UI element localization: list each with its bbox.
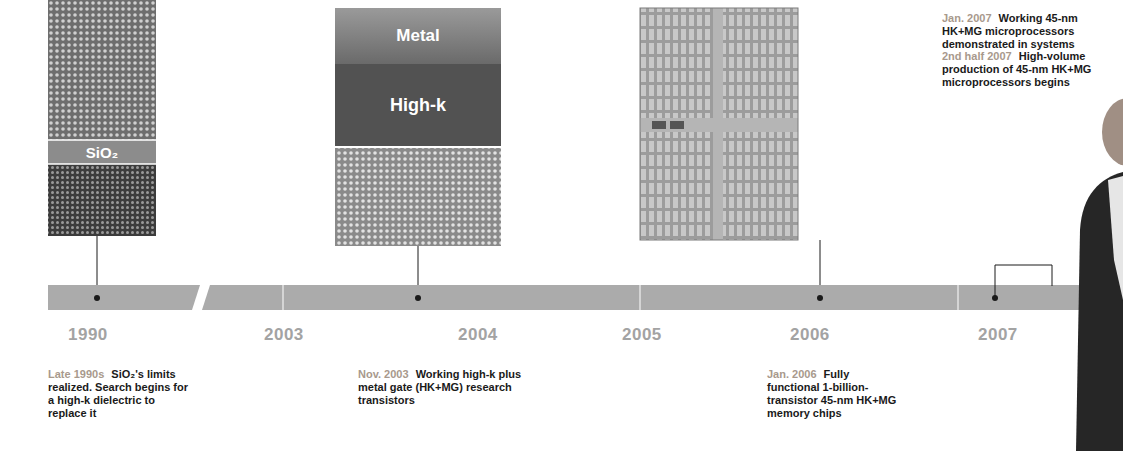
layer-band: Metal bbox=[335, 8, 501, 64]
milestone-date: Jan. 2007 bbox=[942, 12, 992, 24]
milestone-caption: Nov. 2003 Working high-k plus metal gate… bbox=[358, 368, 526, 407]
year-label: 2007 bbox=[978, 325, 1018, 345]
milestone-caption: Jan. 2007 Working 45-nm HK+MG microproce… bbox=[942, 12, 1118, 51]
layer-band: High-k bbox=[335, 64, 501, 146]
memory-chip-image bbox=[640, 8, 798, 240]
milestone-date: Late 1990s bbox=[48, 368, 104, 380]
bracket bbox=[995, 265, 1052, 296]
milestone-date: 2nd half 2007 bbox=[942, 50, 1012, 62]
milestone-date: Jan. 2006 bbox=[767, 368, 817, 380]
milestone-caption: Late 1990s SiO₂'s limits realized. Searc… bbox=[48, 368, 196, 420]
layer-label: High-k bbox=[390, 95, 446, 116]
year-label: 2005 bbox=[622, 325, 662, 345]
sio2-micrograph bbox=[48, 0, 156, 236]
milestone-caption: Jan. 2006 Fully functional 1-billion-tra… bbox=[767, 368, 897, 420]
year-label: 2004 bbox=[458, 325, 498, 345]
year-label: 2006 bbox=[790, 325, 830, 345]
hkmg-micrograph bbox=[335, 8, 501, 246]
layer-band: SiO₂ bbox=[48, 140, 156, 164]
milestone-date: Nov. 2003 bbox=[358, 368, 409, 380]
person-photo bbox=[1076, 98, 1123, 451]
layer-label: Metal bbox=[396, 26, 439, 46]
timeline-bar bbox=[48, 285, 1123, 310]
milestone-caption: 2nd half 2007 High-volume production of … bbox=[942, 50, 1118, 89]
layer-label: SiO₂ bbox=[86, 144, 119, 161]
year-label: 1990 bbox=[68, 325, 108, 345]
year-label: 2003 bbox=[264, 325, 304, 345]
